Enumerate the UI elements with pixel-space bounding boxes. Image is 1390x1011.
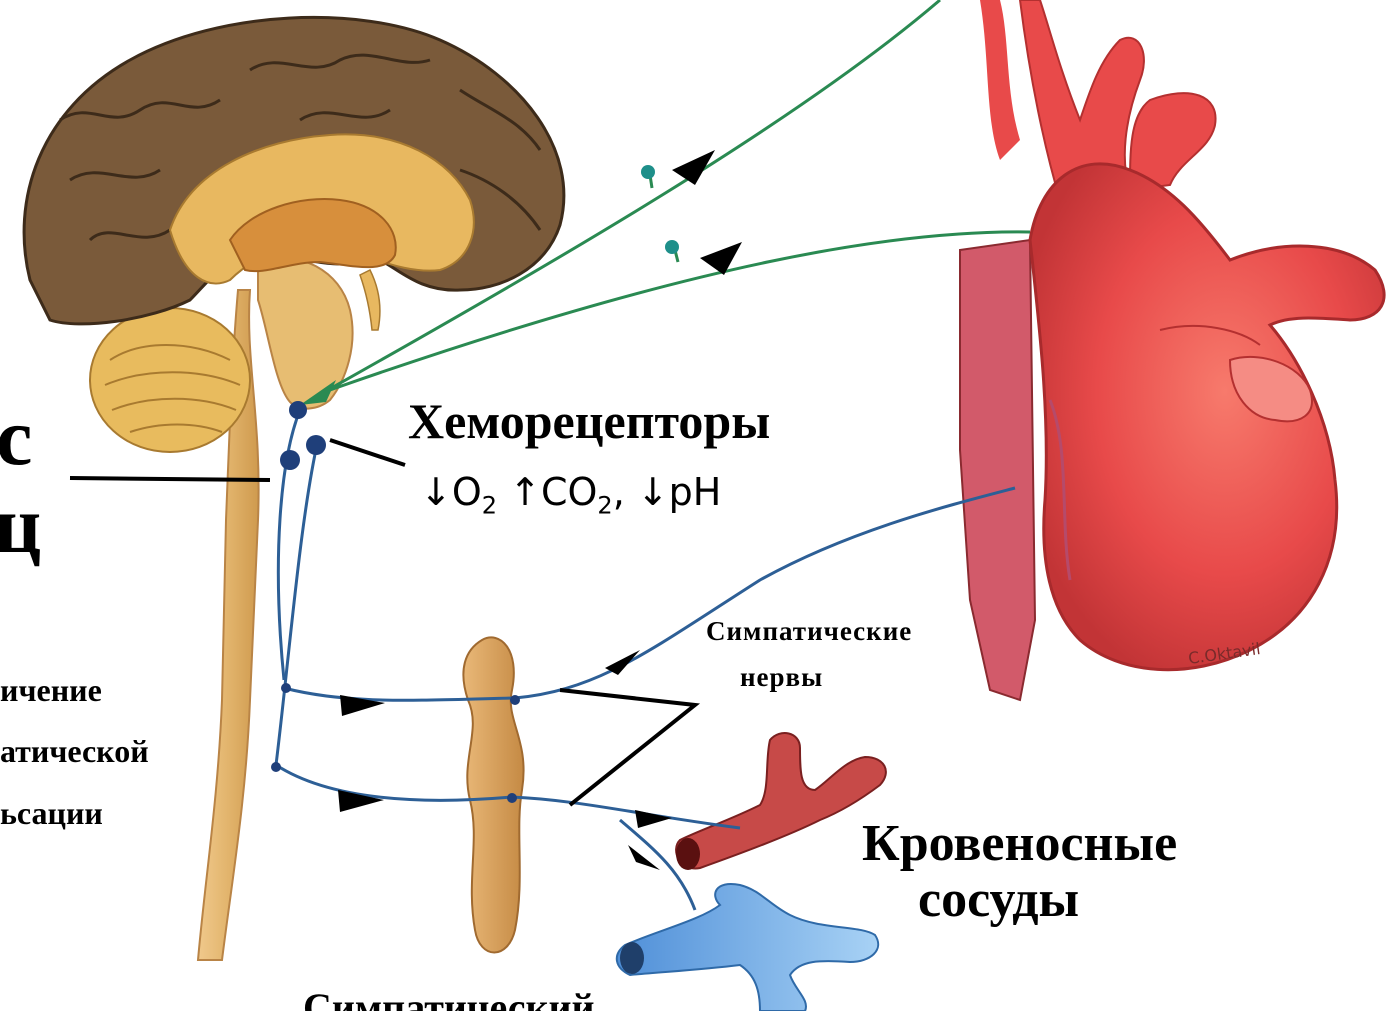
co2-subscript: 2 bbox=[597, 492, 612, 520]
ph-text: , ↓pH bbox=[613, 470, 722, 514]
heart bbox=[960, 0, 1384, 700]
left-title-fragment-1: с bbox=[0, 396, 32, 478]
sympathetic-ganglion-label: Симпатический bbox=[303, 984, 595, 1011]
stimulus-formula: ↓O2 ↑CO2, ↓pH bbox=[420, 470, 721, 520]
left-title-fragment-2: ц bbox=[0, 484, 41, 566]
chemoreceptors-label: Хеморецепторы bbox=[408, 392, 770, 450]
side-text-line-3: ьсации bbox=[0, 795, 103, 832]
artery bbox=[676, 733, 886, 870]
side-text-line-1: ичение bbox=[0, 672, 102, 709]
cerebellum bbox=[90, 308, 250, 452]
blood-vessels-label-line-1: Кровеносные bbox=[862, 814, 1177, 873]
o2-text: ↓O bbox=[420, 470, 482, 514]
blood-vessels-label-line-2: сосуды bbox=[918, 870, 1079, 929]
o2-subscript: 2 bbox=[482, 492, 497, 520]
vein bbox=[617, 884, 878, 1011]
sympathetic-nerves-label-line-1: Симпатические bbox=[706, 616, 912, 647]
co2-text: ↑CO bbox=[497, 470, 597, 514]
side-text-line-2: атической bbox=[0, 733, 149, 770]
sympathetic-nerves-label-line-2: нервы bbox=[740, 662, 823, 693]
